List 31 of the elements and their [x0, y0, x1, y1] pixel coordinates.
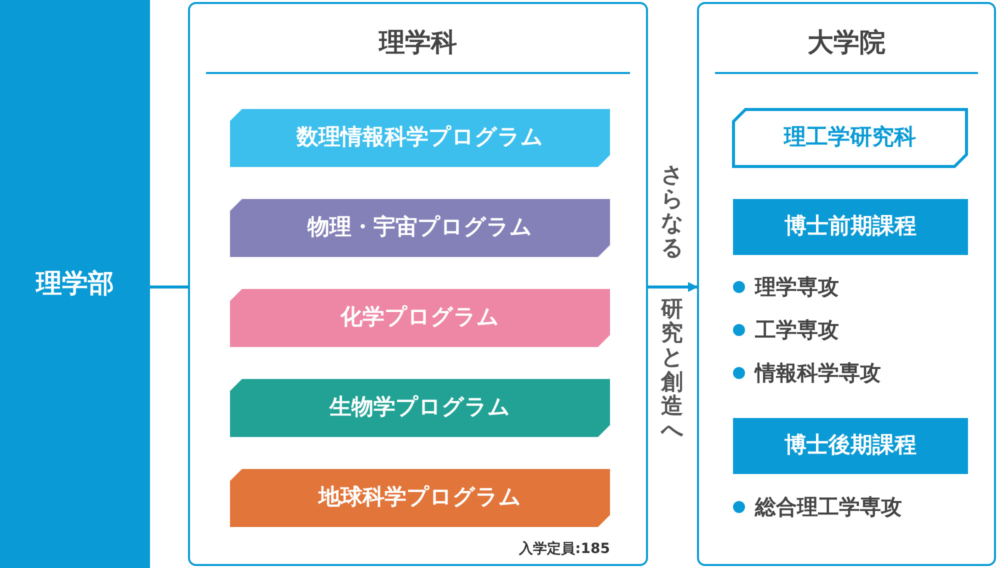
faculty-label: 理学部 — [34, 268, 115, 300]
course-box — [733, 199, 968, 255]
faculty-band — [0, 0, 150, 568]
graduate-school-box — [732, 108, 968, 168]
capacity-note: 入学定員:185 — [519, 540, 610, 558]
group-panel — [697, 2, 996, 566]
major-label: 理学専攻 — [755, 274, 839, 301]
course-label: 博士後期課程 — [784, 432, 918, 460]
program-label: 数理情報科学プログラム — [295, 124, 544, 152]
panel-heading: 理学科 — [378, 27, 458, 60]
major-label: 総合理工学専攻 — [755, 494, 902, 521]
program-box — [230, 109, 610, 167]
program-box — [230, 289, 610, 347]
program-box — [230, 469, 610, 527]
group-panel — [188, 2, 648, 566]
program-label: 地球科学プログラム — [316, 484, 522, 512]
connector — [150, 286, 188, 288]
graduate-school-label: 理工学研究科 — [782, 124, 917, 152]
vertical-caption: 研究と創造へ — [661, 298, 683, 444]
program-label: 化学プログラム — [339, 304, 500, 332]
program-box — [230, 379, 610, 437]
major-label: 工学専攻 — [755, 317, 839, 344]
connector — [648, 282, 698, 292]
program-label: 物理・宇宙プログラム — [306, 214, 534, 242]
vertical-caption: さらなる — [661, 164, 683, 261]
panel-heading: 大学院 — [806, 27, 886, 60]
course-box — [733, 418, 968, 474]
program-label: 生物学プログラム — [328, 394, 512, 422]
program-box — [230, 199, 610, 257]
course-label: 博士前期課程 — [784, 213, 918, 241]
major-label: 情報科学専攻 — [755, 360, 881, 387]
